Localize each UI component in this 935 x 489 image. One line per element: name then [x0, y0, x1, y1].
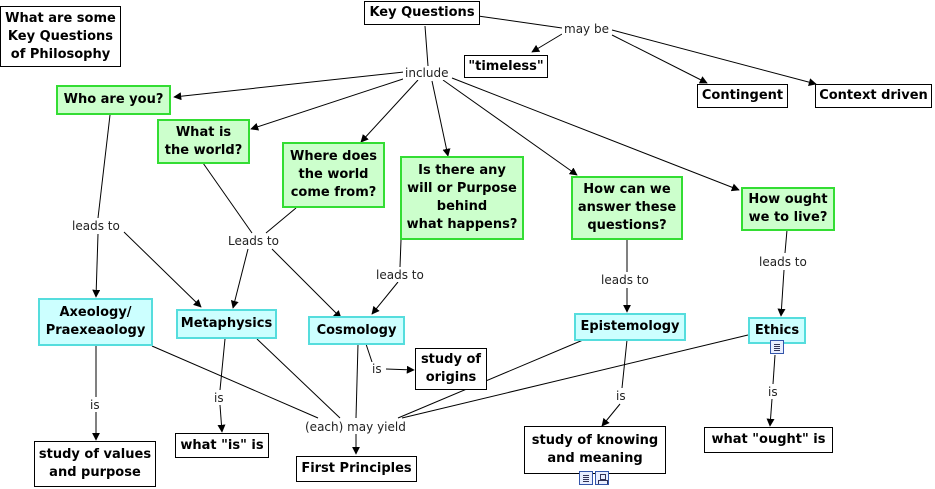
edge-ethics-yield: [401, 334, 749, 419]
label-leads-to-ought: leads to: [757, 255, 809, 269]
contingent-node[interactable]: Contingent: [697, 84, 788, 108]
edge-cosmology-yield: [355, 343, 359, 419]
edge-include-world: [250, 77, 407, 131]
edge-leadsto-ethics: [777, 269, 786, 317]
edge-maybe-context: [611, 29, 817, 87]
label-leads-to-will: leads to: [374, 268, 426, 282]
title-node: What are some Key Questions of Philosoph…: [0, 6, 121, 67]
label-is-metaphysics: is: [212, 391, 226, 405]
ethics-node[interactable]: Ethics: [748, 317, 806, 344]
who-are-you-node[interactable]: Who are you?: [56, 85, 171, 115]
where-world-node[interactable]: Where does the world come from?: [282, 142, 385, 208]
study-knowing-node[interactable]: study of knowing and meaning: [524, 426, 666, 474]
edge-metaphysics-is: [219, 338, 226, 391]
edge-howought-leadsto: [784, 229, 788, 254]
label-leads-to-answer: leads to: [599, 273, 651, 287]
edge-metaphysics-yield: [256, 338, 341, 419]
label-leads-to-world: Leads to: [226, 234, 281, 248]
label-include: include: [403, 66, 451, 80]
edge-keyq-maybe: [477, 15, 563, 29]
edge-leadsto-cosmology: [271, 248, 342, 319]
edge-ethics-is: [772, 354, 776, 385]
edge-include-who: [173, 71, 405, 101]
key-questions-node[interactable]: Key Questions: [364, 1, 480, 25]
cosmology-node[interactable]: Cosmology: [308, 316, 405, 345]
edge-epistemology-yield: [397, 339, 584, 419]
will-purpose-node[interactable]: Is there any will or Purpose behind what…: [400, 156, 524, 240]
what-ought-node[interactable]: what "ought" is: [704, 427, 833, 453]
edge-maybe-contingent: [611, 34, 708, 84]
edge-is-whatis: [217, 404, 226, 433]
epistemology-node[interactable]: Epistemology: [574, 313, 686, 341]
knowing-document-icon[interactable]: [579, 471, 593, 485]
edge-include-where: [360, 79, 419, 143]
edge-is-origins: [385, 365, 415, 374]
first-principles-node[interactable]: First Principles: [296, 456, 417, 482]
how-answer-node[interactable]: How can we answer these questions?: [571, 176, 683, 240]
ethics-document-icon[interactable]: [770, 340, 784, 354]
edge-leadsto-axeology: [92, 233, 101, 298]
context-driven-node[interactable]: Context driven: [815, 84, 932, 108]
study-values-node[interactable]: study of values and purpose: [34, 441, 156, 487]
label-is-epistemology: is: [614, 389, 628, 403]
edge-axeology-yield: [151, 345, 319, 419]
edge-is-knowing: [601, 403, 621, 427]
label-leads-to-who: leads to: [70, 219, 122, 233]
timeless-node[interactable]: "timeless": [464, 55, 548, 78]
metaphysics-node[interactable]: Metaphysics: [176, 309, 277, 339]
edge-who-leadsto: [97, 114, 111, 219]
edge-where-leadsto: [265, 207, 297, 234]
edge-who-metaphysics: [123, 231, 202, 308]
edge-include-howought: [451, 77, 740, 192]
label-may-be: may be: [562, 22, 611, 36]
edge-leadsto-cosmology2: [371, 281, 399, 315]
edge-leadsto-metaphysics: [230, 248, 249, 309]
edge-include-will: [431, 80, 451, 157]
edge-is-ought: [766, 398, 775, 427]
edge-keyq-include: [424, 25, 429, 67]
axeology-node[interactable]: Axeology/ Praexeaology: [38, 298, 153, 346]
edge-cosmology-is: [365, 343, 373, 363]
edge-include-howanswer: [442, 79, 578, 176]
edge-will-leadsto: [399, 239, 402, 268]
edge-maybe-timeless: [531, 33, 563, 53]
what-is-is-node[interactable]: what "is" is: [175, 433, 269, 458]
study-origins-node[interactable]: study of origins: [415, 348, 487, 390]
edge-world-leadsto: [202, 162, 253, 234]
knowing-concept-map-icon[interactable]: [595, 471, 609, 485]
how-ought-node[interactable]: How ought we to live?: [741, 187, 835, 231]
label-is-cosmology: is: [370, 362, 384, 376]
edge-epistemology-is: [621, 339, 628, 389]
label-is-axeology: is: [88, 398, 102, 412]
label-is-ethics: is: [766, 385, 780, 399]
label-each-may-yield: (each) may yield: [303, 420, 408, 434]
what-is-world-node[interactable]: What is the world?: [157, 119, 250, 164]
